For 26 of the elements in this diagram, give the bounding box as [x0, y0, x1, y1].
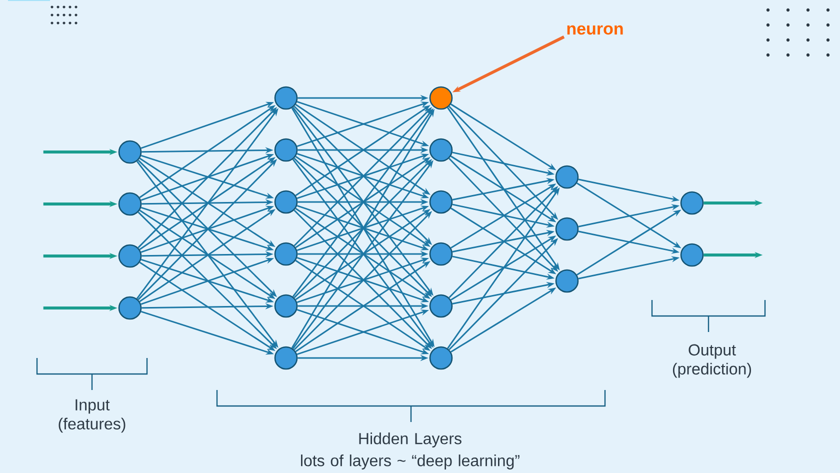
- neuron-circle: [274, 294, 298, 318]
- neuron-circle: [429, 242, 453, 266]
- neuron-circle: [429, 294, 453, 318]
- layer-caption: lots of layers ~ “deep learning”: [301, 454, 520, 470]
- neuron-circle: [274, 242, 298, 266]
- neuron-circle: [429, 346, 453, 370]
- layer-caption: Input (features): [58, 399, 126, 433]
- neuron-circle: [555, 217, 579, 241]
- neuron-circle: [680, 243, 704, 267]
- neuron-circle: [555, 269, 579, 293]
- layer-caption: Hidden Layers: [359, 432, 462, 448]
- callout-text: neuron: [567, 25, 623, 35]
- neuron-circle: [680, 191, 704, 215]
- neuron-circle: [118, 296, 142, 320]
- neuron-circle: [429, 190, 453, 214]
- neuron-circle: [118, 244, 142, 268]
- highlighted-neuron: [429, 86, 453, 110]
- neuron-circle: [274, 190, 298, 214]
- neuron-circle: [429, 138, 453, 162]
- neuron-circle: [274, 138, 298, 162]
- neuron-circle: [555, 165, 579, 189]
- neuron-circle: [274, 86, 298, 110]
- layer-caption: Output (prediction): [672, 344, 751, 378]
- neuron-circle: [274, 346, 298, 370]
- neuron-circle: [118, 140, 142, 164]
- neuron-circle: [118, 192, 142, 216]
